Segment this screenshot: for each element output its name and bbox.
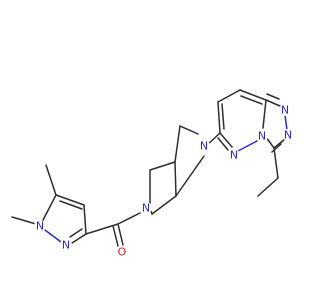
bond-c4-c3 xyxy=(83,204,87,235)
bond-c5-methyl xyxy=(45,164,57,196)
pyrazole-ring xyxy=(11,164,87,244)
bond-n3-c6-double xyxy=(217,137,229,151)
bond-c6-c5 xyxy=(217,101,221,134)
atom-n-pyrrolidine-a: N xyxy=(142,202,150,215)
bond-c3-n4 xyxy=(265,136,275,149)
bond-cj2-cb xyxy=(151,195,177,215)
bond-ethyl-ch3 xyxy=(257,177,279,197)
atom-n-pyrazole-2: N xyxy=(62,239,70,252)
atom-n-pyridazine-1: N xyxy=(230,149,238,162)
molecule-structure-drawing: N N O N N N N N N xyxy=(11,89,294,259)
bond-n2-c3 xyxy=(273,138,286,149)
atom-labels: N N O N N N N N N xyxy=(34,104,294,259)
bond-cc-nb xyxy=(179,125,199,135)
atom-n-pyridazine-2: N xyxy=(258,130,266,143)
bicyclic-pyrrolidine xyxy=(149,125,205,215)
bond-n3-c6 xyxy=(219,132,233,148)
pyridazine-ring xyxy=(205,89,267,152)
bond-nb-cd-cj2 xyxy=(175,155,205,197)
bond-n2-n1 xyxy=(44,229,62,243)
carbonyl-group xyxy=(85,212,141,247)
molecule-canvas: N N O N N N N N N xyxy=(11,89,294,259)
bond-c5-c4-double xyxy=(59,200,83,210)
bond-cj1-cc xyxy=(174,125,181,163)
atom-n-pyrazole-1: N xyxy=(36,220,44,233)
bond-c8a-n1-double xyxy=(266,93,280,100)
bond-c8a-n1 xyxy=(265,99,281,107)
bond-c5-c4 xyxy=(217,89,241,103)
bond-c3-n2-double xyxy=(69,228,83,238)
bond-c-o xyxy=(117,223,124,246)
atom-n-triazole-1: N xyxy=(281,104,289,117)
bond-ca-cj1 xyxy=(149,161,176,171)
bond-c6-c5-inner xyxy=(221,103,225,130)
bond-c-o-double xyxy=(112,225,119,247)
bond-carbonyl-n xyxy=(117,212,141,225)
atom-o-carbonyl: O xyxy=(118,246,127,259)
atom-n-pyrrolidine-b: N xyxy=(200,140,208,153)
bond-c4-c8a-double xyxy=(240,95,263,105)
bond-n1-n2 xyxy=(284,114,288,131)
atom-n-triazole-2: N xyxy=(284,129,292,142)
bond-c3-ethyl-ch2 xyxy=(273,147,279,179)
bond-cj1-cj2 xyxy=(174,161,177,197)
bond-c8a-n4 xyxy=(262,99,267,129)
bond-c4-c8a xyxy=(239,89,267,101)
bond-n1-c5 xyxy=(41,194,57,223)
bond-c5-c4 xyxy=(55,194,85,206)
bond-n2-c3-double xyxy=(271,143,282,153)
triazole-ring xyxy=(257,93,288,197)
bond-n1-methyl xyxy=(11,216,37,225)
bond-n4-n3 xyxy=(237,140,258,152)
bond-c3-n2 xyxy=(71,233,87,244)
